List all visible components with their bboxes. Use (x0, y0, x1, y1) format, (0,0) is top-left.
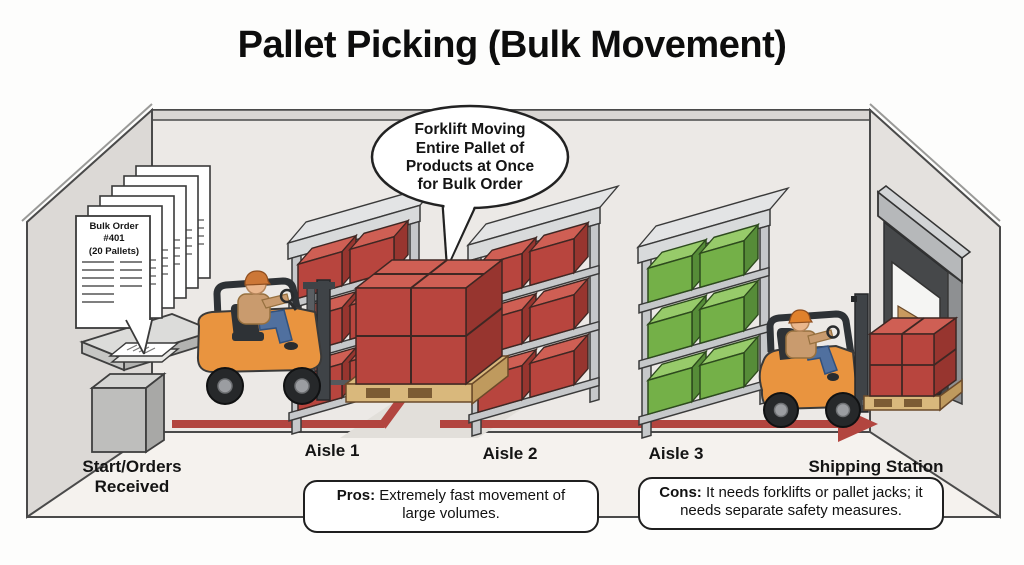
pros-label: Pros: (336, 487, 376, 504)
order-front-sheet (75, 215, 151, 329)
label-aisle-1: Aisle 1 (304, 441, 360, 460)
pallet-boxes (353, 258, 505, 386)
label-shipping-station: Shipping Station (808, 457, 944, 476)
forklift-left (196, 270, 335, 405)
carried-pallet (863, 316, 963, 412)
cons-label: Cons: (659, 484, 702, 501)
label-aisle-3: Aisle 3 (648, 444, 704, 463)
page-title: Pallet Picking (Bulk Movement) (237, 24, 787, 66)
bulk-order-note: Bulk Order #401 (20 Pallets) (88, 221, 140, 257)
driver-cap (244, 270, 272, 286)
cons-text: It needs forklifts or pallet jacks; it n… (680, 484, 923, 520)
lifted-pallet (322, 258, 511, 406)
speech-bubble-text: Forklift Moving Entire Pallet of Product… (405, 121, 535, 194)
pros-text: Extremely fast movement of large volumes… (379, 487, 566, 523)
driver-cap (788, 309, 814, 324)
speech-bubble (370, 104, 570, 269)
cons-callout: Cons: It needs forklifts or pallet jacks… (638, 477, 944, 530)
pros-callout: Pros: Extremely fast movement of large v… (303, 480, 599, 533)
label-aisle-2: Aisle 2 (482, 444, 538, 463)
forklift-right (758, 293, 963, 428)
bulk-order-papers (75, 165, 211, 355)
forklift-driver (237, 270, 298, 350)
forklift-driver (785, 309, 839, 381)
label-start-orders-received: Start/Orders Received (82, 457, 182, 497)
